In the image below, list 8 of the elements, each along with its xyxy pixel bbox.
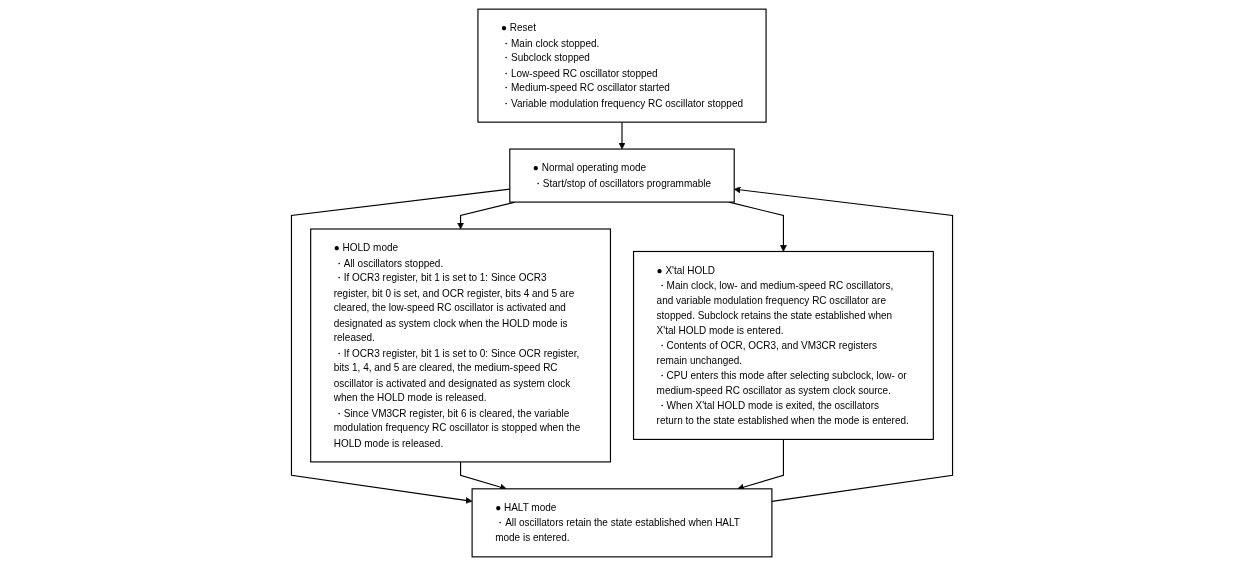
node-box: ● HALT mode ・All oscillators retain the state established when HALT mode is entered.: [471, 487, 773, 557]
node-box: ● Reset ・Main clock stopped. ・Subclock stopped ・Low-speed RC oscillator stopped ・Medium-speed RC oscillator started ・Variable modulation frequency RC oscillator stopped: [477, 8, 767, 123]
arrow: [460, 460, 507, 490]
arrow: [737, 438, 784, 490]
node-box: ● Normal operating mode ・Start/stop of oscillators programmable: [509, 147, 735, 203]
node-box: ● X'tal HOLD ・Main clock, low- and medium-speed RC oscillators, and variable modulation frequency RC oscillator are stopped. Subclock retains the state established when X'tal HOLD mode is entered. ・Contents of OCR, OCR3, and VM3CR registers remain unchanged. ・CPU enters this mode after selecting subclock, low- or medium-speed RC oscillator as system clock source. ・When X'tal HOLD mode is exited, the oscillators return to the state established when the mode is entered.: [632, 250, 934, 440]
node-box: ● HOLD mode ・All oscillators stopped. ・If OCR3 register, bit 1 is set to 1: Since OCR3 register, bit 0 is set, and OCR register, bits 4 and 5 are cleared, the low-speed RC oscillator is activated and designated as system clock when the HOLD mode is released. ・If OCR3 register, bit 1 is set to 0: Since OCR register, bits 1, 4, and 5 are cleared, the medium-speed RC oscillator is activated and designated as system clock when the HOLD mode is released. ・Since VM3CR register, bit 6 is cleared, the variable modulation frequency RC oscillator is stopped when the HOLD mode is released.: [310, 227, 612, 462]
arrow: [618, 121, 626, 149]
